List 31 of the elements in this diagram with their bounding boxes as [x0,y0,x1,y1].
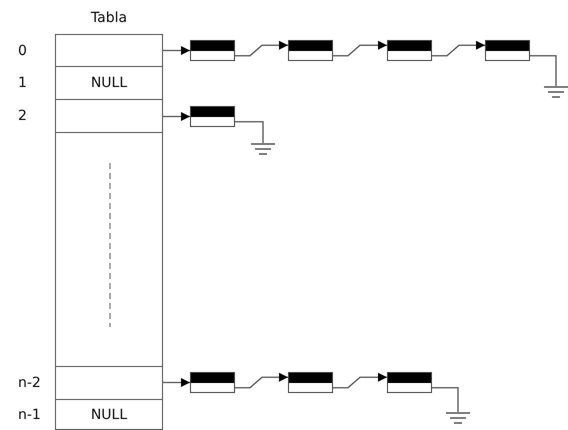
row-index: 2 [17,108,28,124]
ground-symbol [544,86,568,98]
null-pointer-line [432,387,459,412]
list-node [387,372,432,393]
row-index: 0 [17,42,28,58]
pointer-arrow [333,372,387,388]
table-slot [55,133,163,367]
row-index: n-1 [17,406,42,422]
pointer-arrow [432,40,485,56]
ground-symbol [446,412,470,424]
table-title: Tabla [90,10,128,26]
list-node [288,40,333,61]
null-pointer-line [235,121,264,143]
list-node [485,40,530,61]
list-node [387,40,432,61]
list-node [288,372,333,393]
cell-text: NULL [90,406,128,422]
ground-symbol [251,143,275,155]
pointer-arrow [235,40,288,56]
pointer-arrow [333,40,387,56]
row-index: n-2 [17,375,42,391]
pointer-arrow [235,372,288,388]
pointer-arrow [163,112,190,121]
pointer-arrow [163,46,190,55]
cell-text: NULL [90,75,128,91]
null-pointer-line [530,55,557,86]
list-node [190,372,235,393]
pointer-arrow [163,378,190,387]
list-node [190,106,235,127]
row-index: 1 [17,75,28,91]
list-node [190,40,235,61]
